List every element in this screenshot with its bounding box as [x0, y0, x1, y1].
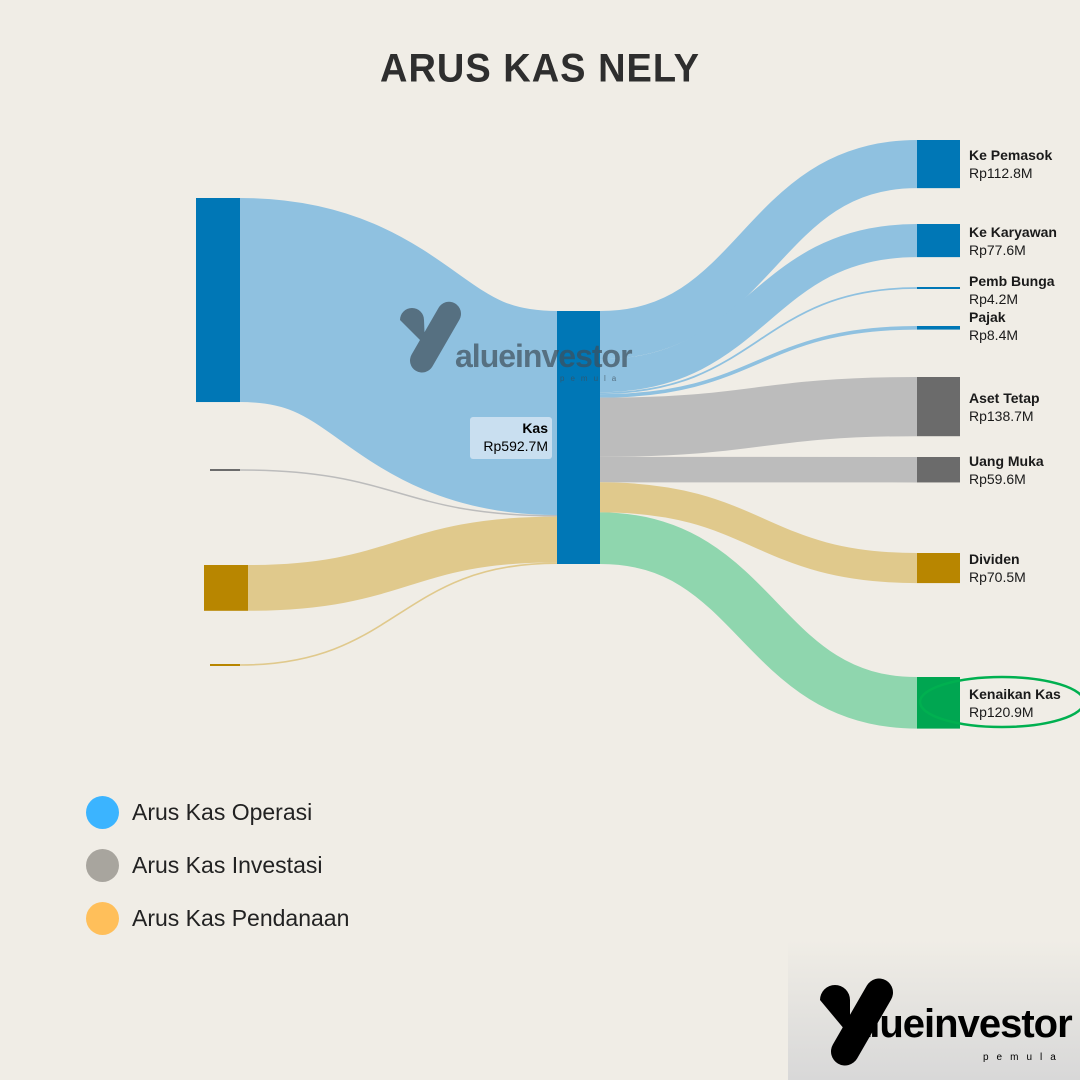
node-utang	[204, 565, 248, 611]
node-pelanggan	[196, 198, 240, 403]
node-name: Pajak	[969, 308, 1006, 325]
node-kenaikan	[917, 677, 960, 729]
node-name: Kas	[522, 420, 548, 436]
link-pencairan-kas	[239, 562, 558, 666]
node-kas	[557, 311, 600, 564]
link-kas-kenaikan	[599, 512, 918, 729]
link-pelanggan-kas	[236, 198, 561, 516]
link-utang-kas	[247, 516, 558, 611]
legend-label: Arus Kas Investasi	[132, 852, 323, 878]
legend-label: Arus Kas Pendanaan	[132, 905, 350, 931]
node-pemasok	[917, 140, 960, 189]
link-kas-dividen	[599, 482, 918, 584]
node-value: Rp4.2M	[969, 291, 1019, 307]
node-dividen	[917, 553, 960, 584]
node-value: Rp120.9M	[969, 703, 1034, 720]
link-saham-kas	[239, 469, 558, 517]
node-name: Kenaikan Kas	[969, 685, 1061, 702]
logo-text: alueinvestor	[848, 1002, 1073, 1046]
node-name: Pemb Bunga	[969, 273, 1055, 289]
node-value: Rp112.8M	[969, 165, 1033, 182]
legend-dot	[86, 849, 119, 882]
link-kas-pajak	[599, 326, 918, 398]
legend-item-pendanaan: Arus Kas Pendanaan	[86, 902, 349, 935]
node-pencairan	[210, 664, 240, 666]
highlight-circle	[918, 675, 1080, 729]
node-uangmuka	[917, 457, 960, 483]
logo-v-icon	[820, 978, 893, 1066]
node-name: Ke Pemasok	[969, 147, 1053, 164]
node-value: Rp138.7M	[969, 407, 1034, 424]
node-value: Rp59.6M	[969, 470, 1026, 487]
node-name: Aset Tetap	[969, 389, 1040, 406]
brand-logo: alueinvestor pemula	[788, 940, 1080, 1080]
link-kas-bunga	[599, 287, 918, 395]
link-kas-aset	[599, 377, 918, 457]
node-bunga	[917, 287, 960, 289]
chart-title: ARUS KAS NELY	[380, 46, 700, 92]
node-name: Uang Muka	[969, 452, 1044, 469]
link-kas-karyawan	[599, 223, 918, 393]
legend-dot	[86, 796, 119, 829]
node-value: Rp8.4M	[969, 326, 1019, 343]
node-value: Rp70.5M	[969, 569, 1026, 586]
logo-sub: pemula	[983, 1052, 1064, 1063]
legend-dot	[86, 902, 119, 935]
node-aset	[917, 377, 960, 437]
legend-item-investasi: Arus Kas Investasi	[86, 849, 322, 882]
legend-item-operasi: Arus Kas Operasi	[86, 796, 312, 829]
node-pajak	[917, 326, 960, 330]
node-name: Ke Karyawan	[969, 223, 1057, 240]
node-karyawan	[917, 224, 960, 258]
legend-label: Arus Kas Operasi	[132, 799, 313, 825]
node-name: Dividen	[969, 551, 1020, 568]
node-value: Rp77.6M	[969, 241, 1026, 258]
node-value: Rp592.7M	[483, 438, 548, 454]
link-kas-pemasok	[599, 140, 918, 360]
node-saham	[210, 469, 240, 471]
